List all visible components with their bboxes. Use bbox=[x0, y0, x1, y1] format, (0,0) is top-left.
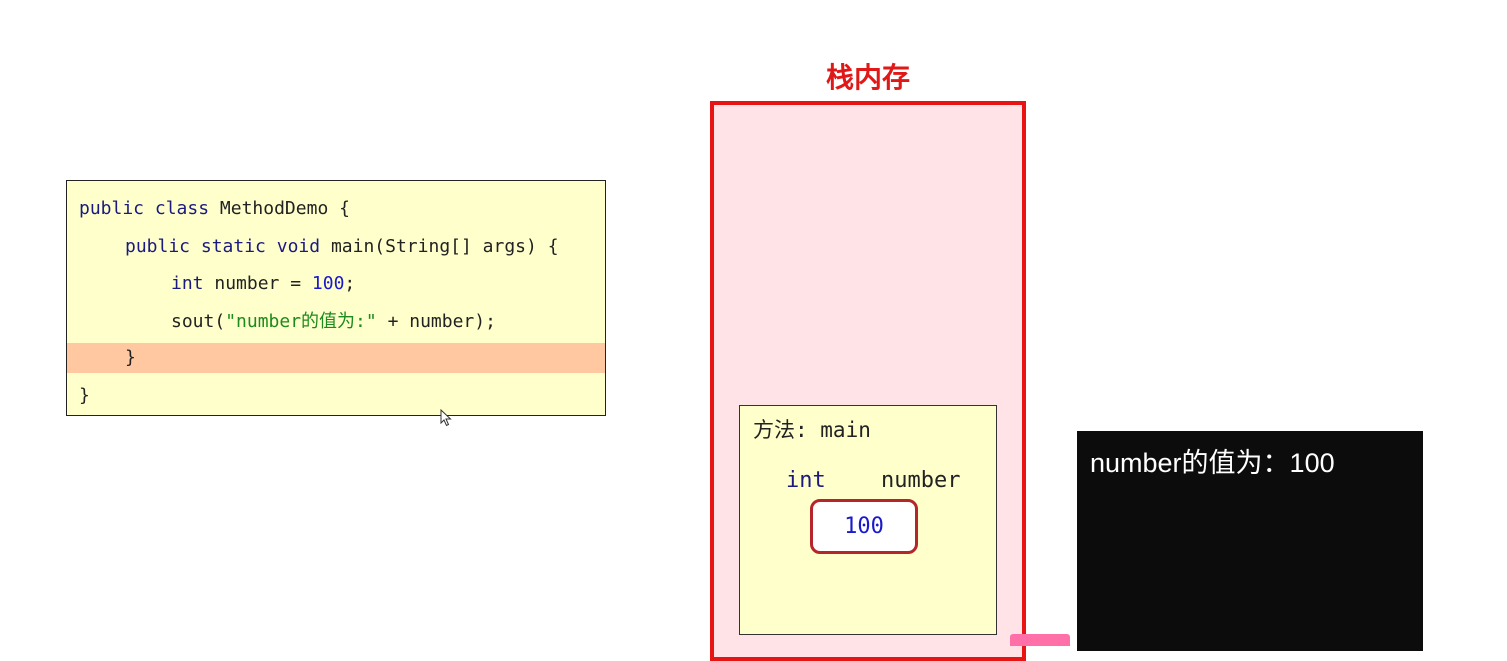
code-line-method-close-highlighted: } bbox=[67, 343, 605, 373]
pink-tab-marker bbox=[1010, 634, 1070, 646]
class-name: MethodDemo { bbox=[219, 198, 350, 219]
code-line-main-declaration: public static void main(String[] args) { bbox=[67, 232, 663, 262]
stack-memory-title: 栈内存 bbox=[825, 61, 910, 94]
keyword-void: void bbox=[276, 236, 321, 257]
code-panel: public class MethodDemo { public static … bbox=[66, 180, 606, 416]
keyword-class: class bbox=[154, 198, 210, 219]
variable-value-box: 100 bbox=[810, 499, 918, 554]
keyword-public: public bbox=[79, 198, 145, 219]
number-literal: 100 bbox=[311, 273, 345, 294]
code-line-print-statement: sout("number的值为:" + number); bbox=[67, 307, 709, 337]
semicolon: ; bbox=[344, 273, 356, 294]
console-output-panel: number的值为：100 bbox=[1077, 431, 1423, 651]
variable-name: number bbox=[881, 468, 961, 493]
mouse-cursor-icon bbox=[440, 409, 452, 427]
variable-type: int bbox=[786, 468, 826, 493]
main-method-frame: 方法: main int number 100 bbox=[739, 405, 997, 635]
keyword-int: int bbox=[171, 273, 204, 294]
frame-title: 方法: main bbox=[753, 418, 871, 442]
code-line-class-declaration: public class MethodDemo { bbox=[67, 194, 617, 224]
console-output-text: number的值为：100 bbox=[1090, 448, 1335, 478]
print-call: sout( bbox=[171, 311, 226, 332]
assignment-text: number = bbox=[214, 273, 312, 294]
code-line-class-close: } bbox=[79, 385, 90, 406]
keyword-public: public bbox=[125, 236, 191, 257]
keyword-static: static bbox=[200, 236, 266, 257]
code-line-variable-declaration: int number = 100; bbox=[67, 269, 709, 299]
print-call-end: + number); bbox=[376, 311, 496, 332]
string-literal: "number的值为:" bbox=[225, 311, 377, 332]
main-signature: main(String[] args) { bbox=[330, 236, 559, 257]
